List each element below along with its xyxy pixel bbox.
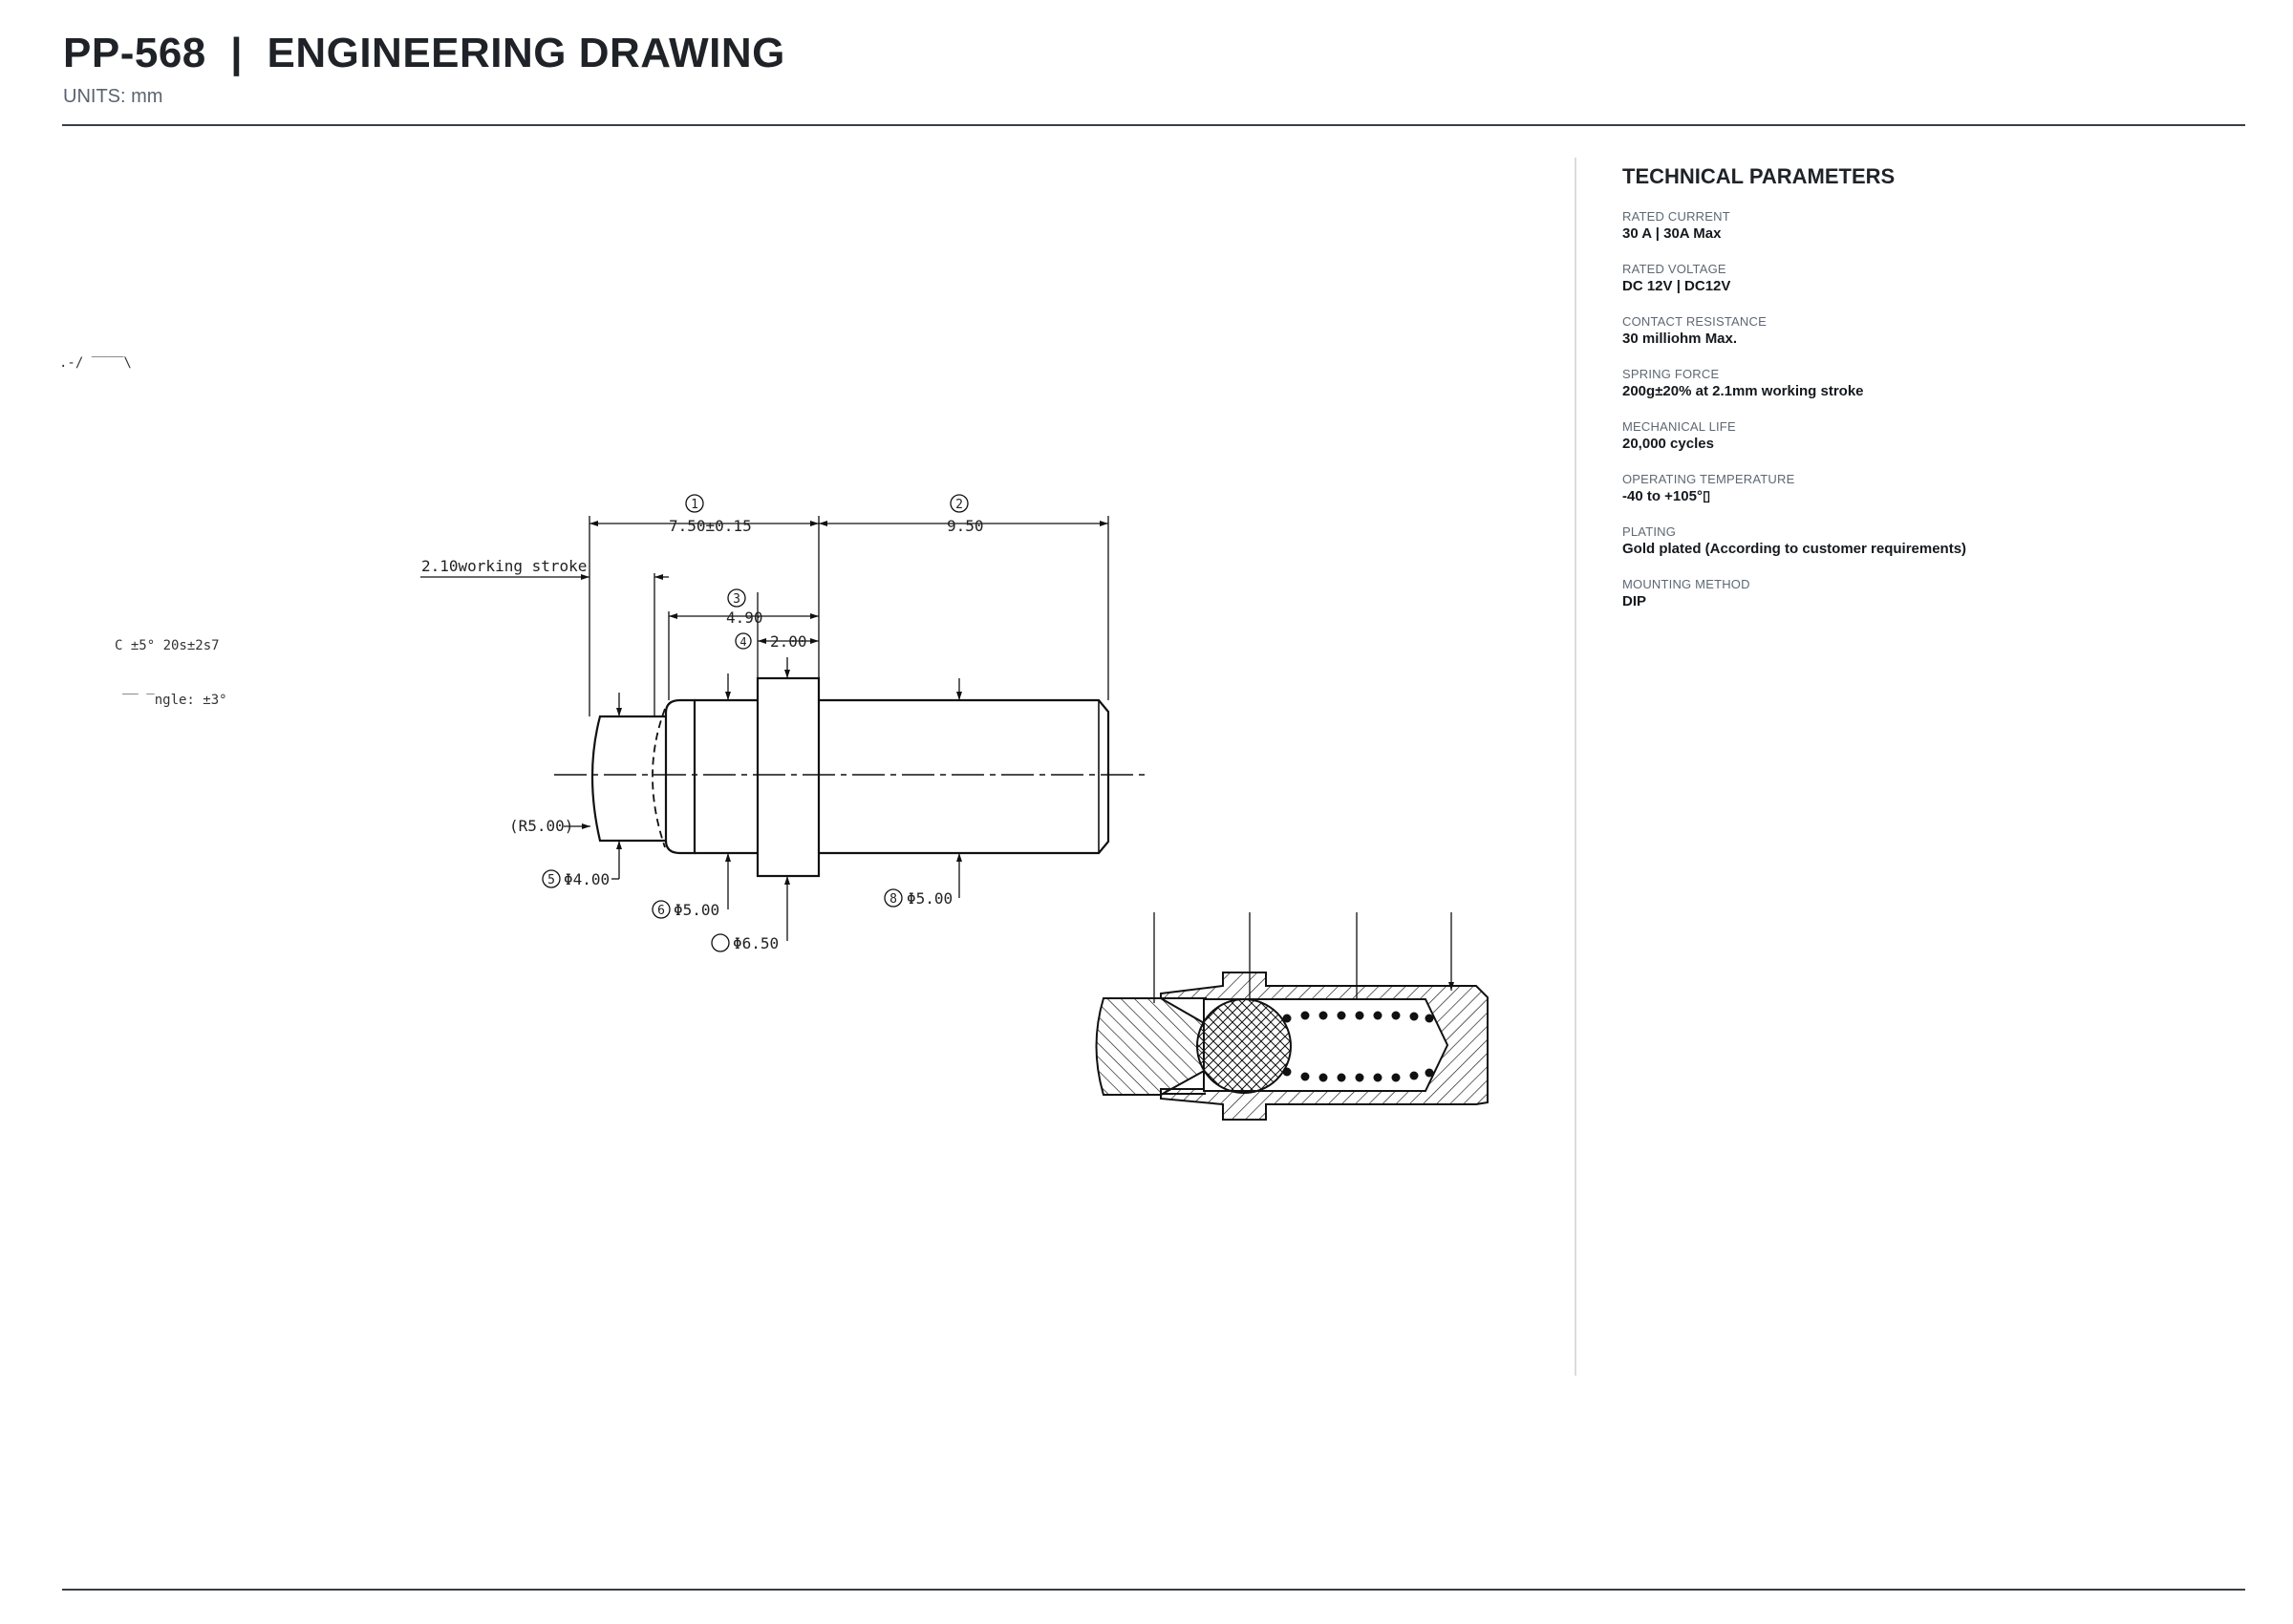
flange-collar	[756, 676, 821, 878]
pin-side-view	[554, 676, 1146, 878]
balloon-numbers: 1 2 3 4 5 6 8	[547, 498, 963, 918]
param-rated-voltage: RATED VOLTAGE DC 12V | DC12V	[1622, 261, 2234, 295]
units-label: UNITS: mm	[63, 86, 163, 107]
balloons	[542, 494, 969, 952]
param-value: DIP	[1622, 593, 1647, 609]
dim-4-90: 4.90	[726, 609, 763, 627]
text-fragment: ‾‾ ‾ngle: ±3°	[122, 693, 227, 708]
balloon-number: 1	[691, 498, 698, 512]
param-value: 20,000 cycles	[1622, 436, 1714, 452]
panel-divider	[1575, 158, 1576, 1376]
dim-9-50: 9.50	[947, 517, 984, 535]
param-value: 30 A | 30A Max	[1622, 225, 1722, 242]
plunger-head	[1095, 997, 1207, 1096]
header: PP-568 | ENGINEERING DRAWING UNITS: mm	[63, 27, 785, 108]
param-rated-current: RATED CURRENT 30 A | 30A Max	[1622, 208, 2234, 243]
dim-phi-4: Φ4.00	[564, 870, 610, 888]
text-fragment: .-/ ‾‾‾‾\	[59, 355, 132, 371]
technical-parameters-panel: TECHNICAL PARAMETERS RATED CURRENT 30 A …	[1622, 164, 2234, 629]
param-label: RATED VOLTAGE	[1622, 262, 1726, 276]
param-label: OPERATING TEMPERATURE	[1622, 472, 1795, 486]
plunger-tip	[590, 715, 650, 843]
header-divider	[62, 124, 2245, 126]
param-mounting-method: MOUNTING METHOD DIP	[1622, 576, 2234, 610]
balloon-number: 5	[547, 873, 555, 887]
params-title: TECHNICAL PARAMETERS	[1622, 164, 1896, 188]
balloon-4	[735, 632, 752, 650]
text-fragment: C ±5° 20s±2s7	[115, 638, 220, 653]
param-value: -40 to +105°▯	[1622, 488, 1711, 504]
pin-section-view	[1095, 912, 1489, 1121]
dimension-lines	[420, 516, 1109, 941]
balloon-5	[542, 869, 561, 888]
balloon-number: 6	[657, 904, 665, 918]
page-title: PP-568 | ENGINEERING DRAWING	[63, 30, 785, 76]
param-label: MECHANICAL LIFE	[1622, 419, 1736, 434]
dim-working-stroke: 2.10working stroke	[421, 557, 587, 575]
param-label: CONTACT RESISTANCE	[1622, 314, 1767, 329]
balloon-2	[950, 494, 969, 513]
param-plating: PLATING Gold plated (According to custom…	[1622, 524, 2234, 558]
dim-phi-5-a: Φ5.00	[674, 901, 719, 919]
balloon-1	[685, 494, 704, 513]
param-label: RATED CURRENT	[1622, 209, 1730, 224]
param-value: 30 milliohm Max.	[1622, 331, 1738, 347]
param-value: 200g±20% at 2.1mm working stroke	[1622, 383, 1864, 399]
param-label: PLATING	[1622, 524, 1677, 539]
balloon-8	[884, 888, 903, 908]
engineering-drawing: .-/ ‾‾‾‾\ C ±5° 20s±2s7 ‾‾ ‾ngle: ±3°	[59, 355, 1489, 1121]
balloon-number: 2	[955, 498, 963, 512]
dim-7-50: 7.50±0.15	[669, 517, 752, 535]
balloon-number: 3	[733, 592, 740, 607]
dim-2-00: 2.00	[770, 632, 807, 651]
balloon-number: 4	[739, 635, 746, 649]
balloon-6	[652, 900, 671, 919]
rear-barrel	[819, 698, 1110, 855]
spring-coils	[1282, 1011, 1434, 1082]
balloon-number: 8	[889, 892, 897, 907]
param-spring-force: SPRING FORCE 200g±20% at 2.1mm working s…	[1622, 366, 2234, 400]
hidden-edge	[652, 708, 666, 848]
balloon-3	[727, 588, 746, 608]
param-contact-resistance: CONTACT RESISTANCE 30 milliohm Max.	[1622, 313, 2234, 348]
footer-divider	[62, 1589, 2245, 1591]
param-operating-temperature: OPERATING TEMPERATURE -40 to +105°▯	[1622, 471, 2234, 505]
param-value: Gold plated (According to customer requi…	[1622, 541, 1967, 557]
dim-phi-6-5: Φ6.50	[733, 934, 779, 952]
dim-r5: (R5.00)	[509, 817, 573, 835]
param-value: DC 12V | DC12V	[1622, 278, 1731, 294]
param-label: SPRING FORCE	[1622, 367, 1720, 381]
barrel-front	[664, 698, 696, 855]
param-mechanical-life: MECHANICAL LIFE 20,000 cycles	[1622, 418, 2234, 453]
balloon-7	[711, 933, 730, 952]
dim-phi-5-b: Φ5.00	[907, 889, 953, 908]
contact-ball	[1196, 998, 1292, 1094]
param-label: MOUNTING METHOD	[1622, 577, 1750, 591]
